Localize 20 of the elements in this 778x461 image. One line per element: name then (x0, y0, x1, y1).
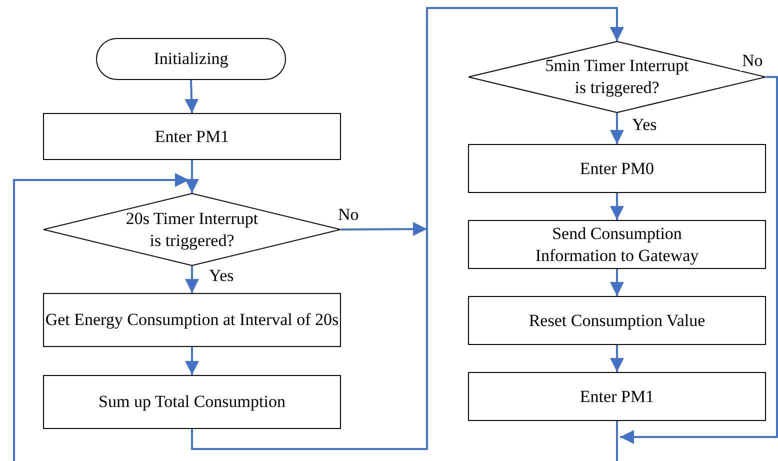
arrow (185, 347, 199, 375)
process-box: Enter PM1 (43, 113, 341, 160)
arrow (610, 193, 624, 220)
process-box: Get Energy Consumption at Interval of 20s (43, 293, 341, 347)
arrow (185, 160, 199, 193)
arrow (610, 345, 624, 372)
arrow (13, 173, 189, 461)
process-box: Reset Consumption Value (468, 296, 766, 345)
process-box: Enter PM1 (468, 372, 766, 421)
start-terminal: Initializing (96, 38, 286, 80)
arrow (610, 269, 624, 296)
process-box: Send Consumption Information to Gateway (468, 220, 766, 269)
connector-line (616, 421, 618, 461)
arrow (191, 7, 624, 450)
arrow (610, 113, 624, 144)
process-box: Enter PM0 (468, 144, 766, 193)
arrow (185, 266, 199, 293)
arrow (184, 80, 199, 114)
process-box: Sum up Total Consumption (43, 375, 341, 429)
arrow (620, 76, 778, 444)
